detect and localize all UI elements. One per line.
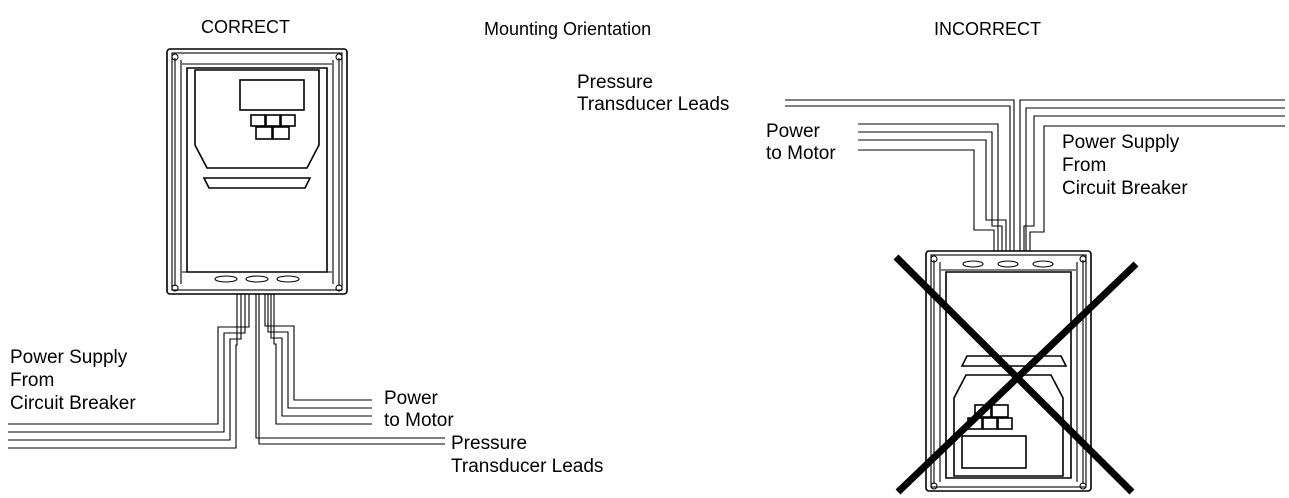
correct-power-supply-label-line3: Circuit Breaker bbox=[10, 393, 136, 414]
correct-power-supply-label-line1: Power Supply bbox=[10, 347, 128, 368]
incorrect-power-supply-label-line1: Power Supply bbox=[1062, 132, 1180, 153]
correct-power-to-motor-wires bbox=[264, 294, 372, 425]
correct-power-to-motor-label-line1: Power bbox=[384, 388, 438, 409]
correct-pressure-label-line1: Pressure bbox=[451, 433, 528, 454]
correct-power-supply-wires bbox=[8, 294, 250, 449]
incorrect-heading: INCORRECT bbox=[934, 19, 1041, 39]
correct-drive-unit bbox=[166, 48, 348, 295]
incorrect-power-to-motor-label-line2: to Motor bbox=[766, 143, 836, 164]
incorrect-pressure-label-line1: Pressure bbox=[577, 72, 654, 93]
incorrect-power-supply-label-line3: Circuit Breaker bbox=[1062, 178, 1188, 199]
correct-pressure-transducer-wires bbox=[255, 294, 445, 445]
correct-power-supply-label-line2: From bbox=[10, 370, 55, 391]
incorrect-power-supply-label-line2: From bbox=[1062, 155, 1107, 176]
x-mark-icon bbox=[893, 254, 1139, 495]
incorrect-pressure-label-line2: Transducer Leads bbox=[577, 94, 730, 115]
incorrect-power-supply-wires bbox=[1019, 99, 1285, 251]
incorrect-power-to-motor-wires bbox=[858, 123, 1007, 251]
diagram-title: Mounting Orientation bbox=[484, 19, 652, 39]
correct-heading: CORRECT bbox=[201, 17, 290, 37]
correct-power-to-motor-label-line2: to Motor bbox=[384, 410, 454, 431]
correct-pressure-label-line2: Transducer Leads bbox=[451, 456, 604, 477]
incorrect-pressure-transducer-wires bbox=[785, 99, 1015, 251]
incorrect-power-to-motor-label-line1: Power bbox=[766, 121, 820, 142]
